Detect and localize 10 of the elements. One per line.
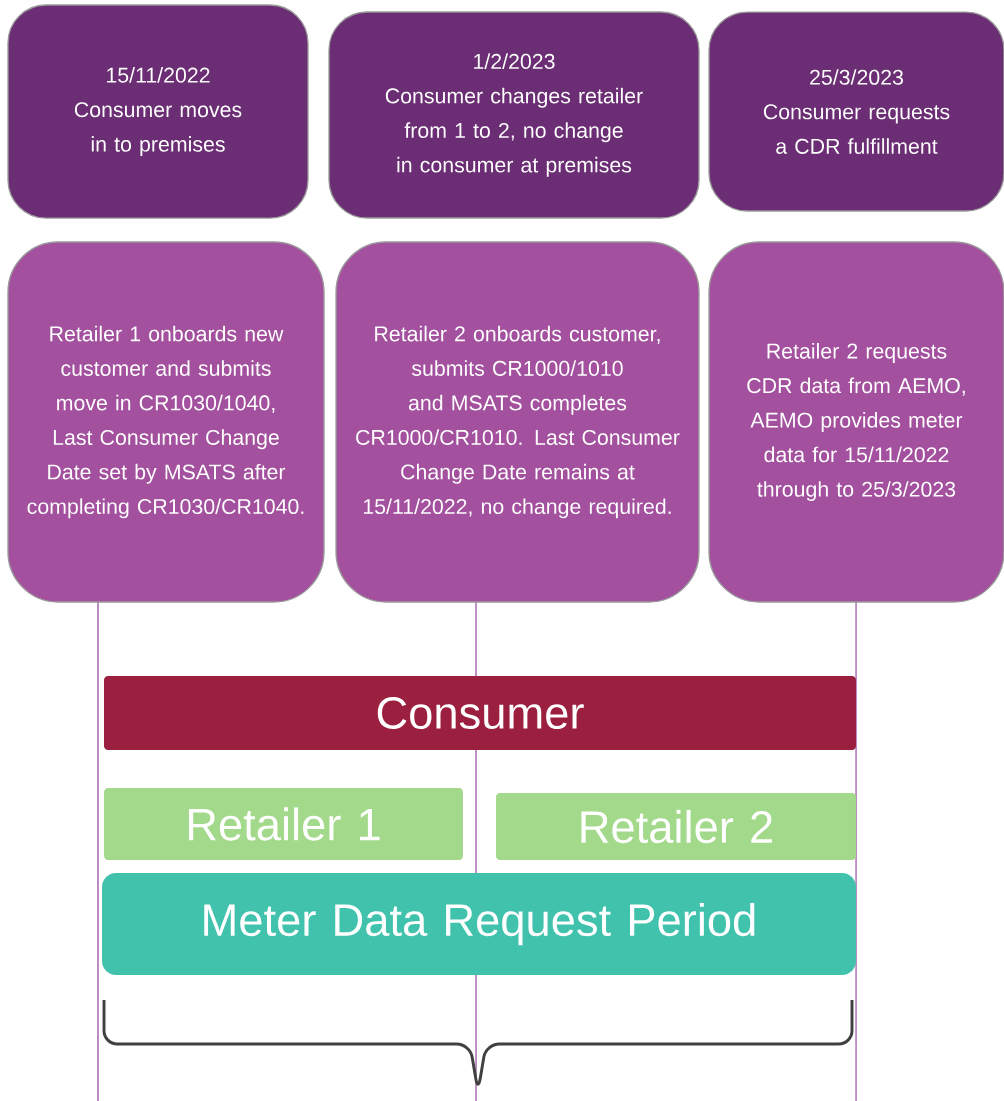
period-bar: Meter Data Request Period (102, 873, 856, 975)
event-box: 25/3/2023 Consumer requests a CDR fulfillment (708, 11, 1004, 212)
period-bar: Retailer 2 (496, 793, 856, 860)
period-bar: Consumer (104, 676, 856, 750)
event-box: 1/2/2023 Consumer changes retailer from 1 to 2, no change in consumer at premises (328, 11, 700, 219)
action-box: Retailer 2 requests CDR data from AEMO, AEMO provides meter data for 15/11/2022 through to 25/3/2023 (708, 241, 1004, 603)
action-box: Retailer 1 onboards new customer and submits move in CR1030/1040, Last Consumer Change Date set by MSATS after completing CR1030/CR1040. (7, 241, 325, 603)
period-bar: Retailer 1 (104, 788, 463, 860)
event-box: 15/11/2022 Consumer moves in to premises (7, 4, 309, 219)
action-box: Retailer 2 onboards customer, submits CR1000/1010 and MSATS completes CR1000/CR1010. Last Consumer Change Date remains at 15/11/2022, no change required. (335, 241, 700, 603)
